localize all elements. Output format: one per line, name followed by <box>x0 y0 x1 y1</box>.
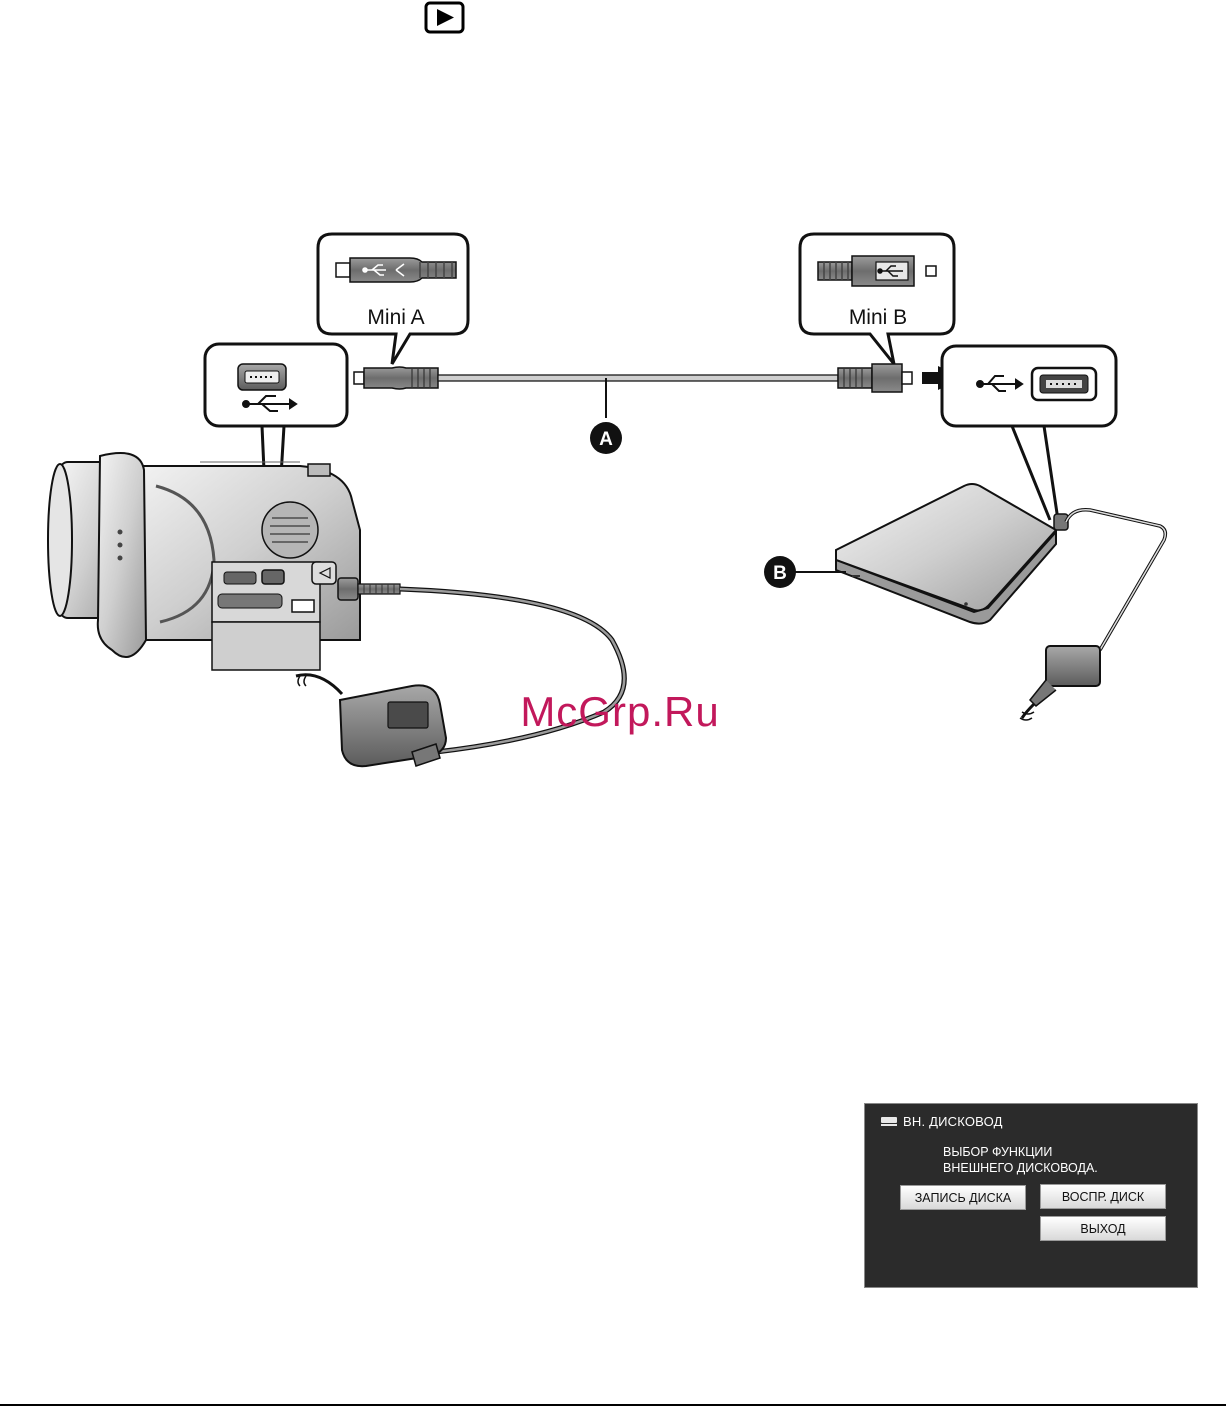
svg-text:B: B <box>773 563 787 584</box>
usb-port-icon <box>1032 368 1096 400</box>
menu-message-line1: ВЫБОР ФУНКЦИИ <box>943 1144 1098 1160</box>
mini-a-plug-icon <box>336 258 456 282</box>
menu-message-line2: ВНЕШНЕГО ДИСКОВОДА. <box>943 1160 1098 1176</box>
mini-b-label: Mini B <box>849 306 907 329</box>
page-bottom-rule <box>0 1404 1226 1406</box>
usb-port-icon <box>238 364 286 390</box>
mini-b-callout: Mini B <box>800 234 954 364</box>
exit-button[interactable]: ВЫХОД <box>1040 1216 1166 1241</box>
usb-cable <box>354 364 912 418</box>
disc-write-button[interactable]: ЗАПИСЬ ДИСКА <box>900 1185 1026 1210</box>
svg-text:A: A <box>599 429 613 450</box>
mini-a-label: Mini A <box>367 306 424 329</box>
callout-b: B <box>764 556 846 588</box>
external-drive-menu: ВН. ДИСКОВОД ВЫБОР ФУНКЦИИ ВНЕШНЕГО ДИСК… <box>864 1103 1198 1288</box>
camcorder <box>48 453 360 670</box>
menu-title: ВН. ДИСКОВОД <box>881 1114 1003 1129</box>
callout-a: A <box>590 422 622 454</box>
menu-title-text: ВН. ДИСКОВОД <box>903 1114 1003 1129</box>
disc-drive-icon <box>881 1117 897 1127</box>
watermark: McGrp.Ru <box>520 688 719 735</box>
playback-mode-icon <box>426 3 463 32</box>
menu-message: ВЫБОР ФУНКЦИИ ВНЕШНЕГО ДИСКОВОДА. <box>943 1144 1098 1176</box>
disc-playback-button[interactable]: ВОСПР. ДИСК <box>1040 1184 1166 1209</box>
disc-drive-icon <box>836 484 1068 624</box>
